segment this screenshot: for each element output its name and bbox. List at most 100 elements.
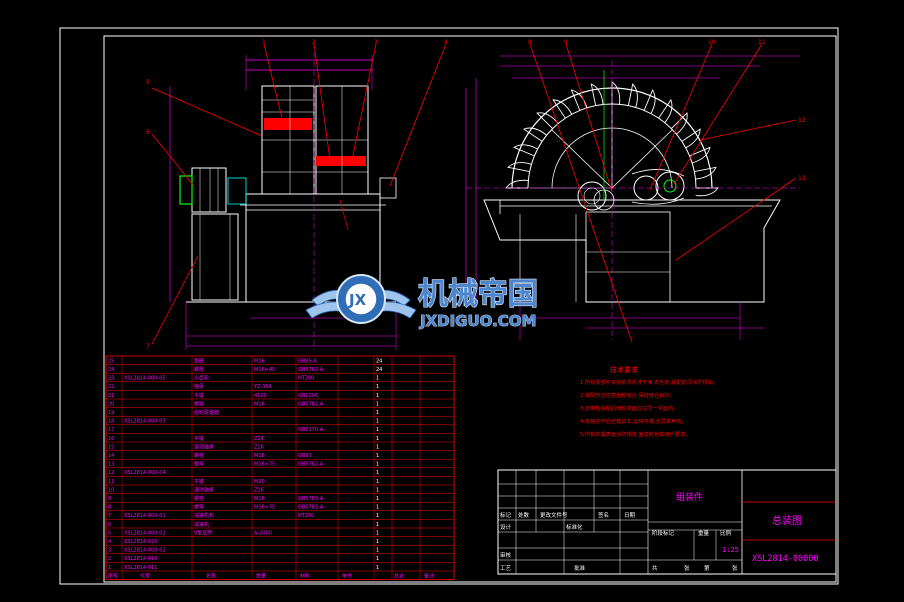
bom-cell-qty: 1 <box>376 384 379 390</box>
leader-label: 6 <box>146 129 150 136</box>
bom-cell-no: 13 <box>108 462 114 468</box>
bom-cell-name: 垫圈 <box>194 357 204 364</box>
bom-cell-no: 5 <box>108 530 111 536</box>
bom-footer-cell: 备注 <box>424 572 434 579</box>
bom-cell-std: GB5783-A <box>298 496 324 502</box>
bom-footer-cell: 名称 <box>206 572 216 579</box>
note-item: 4.安装完毕后空载试车,运转平稳,无异常声响。 <box>580 417 687 425</box>
bom-cell-no: 14 <box>108 453 114 459</box>
bucket <box>695 187 719 197</box>
bom-cell-no: 15 <box>108 444 114 450</box>
bom-cell-name: 螺栓 <box>194 452 204 459</box>
bom-footer-cell: 序号 <box>108 572 118 579</box>
row-label: 工艺 <box>500 565 512 572</box>
bom-cell-std: GB93 <box>298 453 312 459</box>
bom-cell-qty: 1 <box>376 548 379 554</box>
bom-cell-qty: 24 <box>376 358 382 364</box>
bom-cell-name: 平键 <box>194 392 204 399</box>
row-label: 审核 <box>500 551 512 559</box>
bucket <box>513 144 538 157</box>
side-view: 1 2 3 4 5 6 7 <box>146 39 448 350</box>
bom-cell-no: 17 <box>108 427 114 433</box>
leader-label: 4 <box>444 39 448 46</box>
assembly-label: 组装件 <box>676 491 703 503</box>
note-item: 5.所有外露表面涂防锈漆,面漆颜色按用户要求。 <box>580 430 690 438</box>
bom-cell-spec: M16 <box>254 358 265 364</box>
bom-cell-qty: 24 <box>376 367 382 373</box>
row-label: 阶段标记 <box>652 529 675 537</box>
bom-cell-spec: M16×75 <box>254 462 275 468</box>
bom-cell-no: 10 <box>108 487 114 493</box>
bucket <box>681 128 701 149</box>
bom-cell-spec: M16 <box>254 453 265 459</box>
bom-cell-qty: 1 <box>376 487 379 493</box>
bom-cell-spec: A-2000 <box>254 530 272 536</box>
leader-label: 11 <box>758 39 766 46</box>
bom-cell-std: GB5782-A <box>298 462 324 468</box>
bom-cell-no: 2 <box>108 556 111 562</box>
bom-cell-spec: YZ-36A <box>253 384 273 390</box>
bucket <box>658 98 673 123</box>
bucket <box>689 146 711 164</box>
bom-footer-cell: 代号 <box>140 572 150 579</box>
row-label: 张 <box>732 564 738 572</box>
bom-cell-name: 平键 <box>194 478 204 485</box>
header-cell: 日期 <box>624 512 636 519</box>
bom-footer-cell: 数量 <box>256 572 266 579</box>
bom-cell-std: GB95-A <box>298 358 317 364</box>
scale-value: 1:25 <box>722 546 739 554</box>
bom-cell-no: 19 <box>108 410 114 416</box>
bom-cell-code: XSL2814-011 <box>124 565 157 571</box>
bom-cell-no: 1 <box>108 565 111 571</box>
bucket <box>507 162 532 173</box>
bom-cell-std: HT200 <box>298 376 314 382</box>
bom-cell-name: V型皮带 <box>194 529 212 536</box>
bom-footer-cell: 总计 <box>394 572 404 579</box>
bucket <box>522 127 547 142</box>
bucket <box>611 81 621 105</box>
bom-cell-no: 23 <box>108 376 114 382</box>
title-block: 组装件 总装图 XSL2814-00000 1:25 标记 处数 更改文件号 签… <box>497 469 837 575</box>
bom-footer-cell: 材料 <box>300 572 310 579</box>
bom-cell-qty: 1 <box>376 436 379 442</box>
row-label: 张 <box>684 564 690 572</box>
bom-cell-qty: 1 <box>376 522 379 528</box>
bom-cell-no: 12 <box>108 470 114 476</box>
bom-cell-spec: M16×45 <box>254 367 275 373</box>
drawing-name: 总装图 <box>772 514 802 527</box>
bucket <box>570 89 588 111</box>
outer-frame <box>59 27 839 585</box>
bom-cell-spec: M20 <box>254 479 265 485</box>
bucket <box>671 112 688 135</box>
bom-cell-qty: 1 <box>376 565 379 571</box>
front-view: 8 9 10 11 12 13 <box>465 39 806 343</box>
bom-cell-code: XSL2814-010 <box>124 556 157 562</box>
bom-cell-name: 滚动轴承 <box>194 486 214 493</box>
bom-cell-qty: 1 <box>376 453 379 459</box>
bom-cell-no: 3 <box>108 548 111 554</box>
bom-cell-name: 螺母 <box>194 461 204 468</box>
bom-cell-qty: 1 <box>376 410 379 416</box>
bucket <box>590 83 604 106</box>
bom-cell-spec: 4120 <box>254 393 267 399</box>
bucket <box>694 166 717 180</box>
bom-cell-spec: Z14 <box>254 436 264 442</box>
bom-cell-no: 4 <box>108 539 111 545</box>
bom-cell-no: 18 <box>108 419 114 425</box>
leader-label: 9 <box>564 39 568 46</box>
leader-label: 8 <box>528 39 532 46</box>
bom-cell-no: 22 <box>108 384 114 390</box>
bom-cell-code: XSL2814-000-01 <box>124 513 166 519</box>
bom-cell-qty: 1 <box>376 539 379 545</box>
note-item: 3.皮带轮装配后两轮端面应在同一平面内。 <box>580 404 678 412</box>
bom-cell-qty: 1 <box>376 513 379 519</box>
bom-cell-no: 6 <box>108 522 111 528</box>
bom-cell-name: 轴承 <box>194 383 204 390</box>
bom-cell-no: 9 <box>108 496 111 502</box>
bom-cell-no: 24 <box>108 367 114 373</box>
bom-cell-no: 7 <box>108 513 111 519</box>
bom-cell-std: GB1096 <box>298 393 318 399</box>
bom-cell-spec: Z16 <box>254 487 264 493</box>
header-cell: 标记 <box>500 511 512 519</box>
